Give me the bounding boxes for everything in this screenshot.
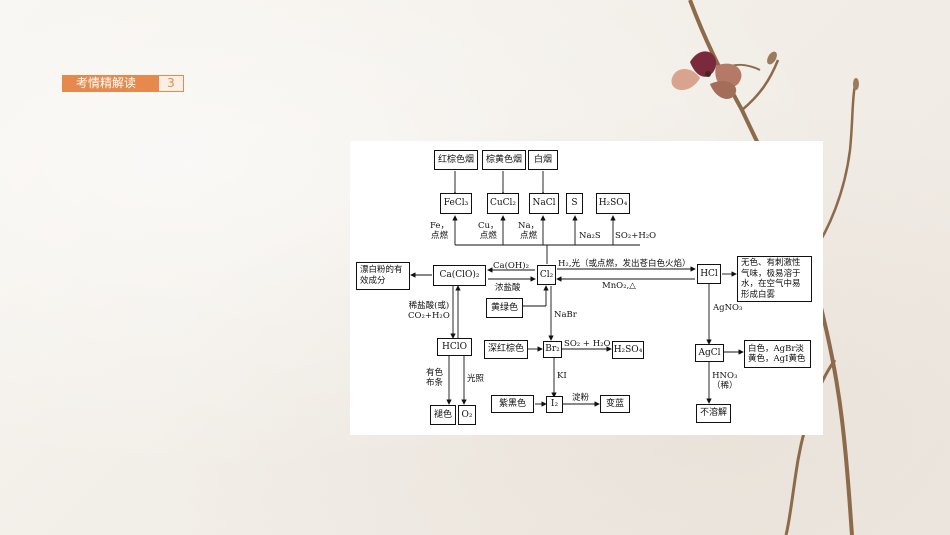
chlorine-chemistry-diagram: 红棕色烟 棕黄色烟 白烟 FeCl₃ CuCl₂ NaCl S H₂SO₄ Fe… — [350, 141, 823, 435]
label-mno2: MnO₂,△ — [602, 281, 636, 291]
label-na2s: Na₂S — [579, 231, 601, 241]
label-hno3: HNO₃ （稀） — [712, 371, 738, 391]
node-yellow-green: 黄绿色 — [486, 298, 523, 318]
node-purple-black: 紫黑色 — [491, 395, 534, 413]
node-h2so4-mid: H₂SO₄ — [612, 341, 644, 359]
label-cu-ignite: Cu， 点燃 — [478, 221, 499, 241]
section-title: 考情精解读 — [62, 75, 158, 92]
page-number: 3 — [158, 75, 184, 92]
node-br2: Br₂ — [543, 341, 562, 358]
label-na-ignite: Na， 点燃 — [518, 221, 540, 241]
label-h2-light: H₂,光（或点燃，发出苍白色火焰） — [558, 259, 691, 269]
label-ki: KI — [557, 371, 567, 381]
node-i2: I₂ — [546, 396, 563, 413]
label-dilute-hcl: 稀盐酸(或) CO₂+H₂O — [408, 301, 450, 321]
node-agcl-color: 白色，AgBr淡黄色，AgI黄色 — [744, 340, 811, 368]
node-o2: O₂ — [458, 405, 476, 425]
node-caclo2: Ca(ClO)₂ — [433, 265, 486, 286]
flower-icon — [671, 51, 742, 99]
label-fe-ignite: Fe， 点燃 — [430, 221, 449, 241]
node-turns-blue: 变蓝 — [600, 395, 630, 413]
label-nabr: NaBr — [554, 310, 577, 320]
node-hcl-properties: 无色、有刺激性气味，极易溶于水，在空气中易形成白雾 — [737, 256, 812, 302]
label-caoh2: Ca(OH)₂ — [493, 261, 529, 271]
node-fecl3: FeCl₃ — [440, 193, 472, 214]
label-light: 光照 — [467, 374, 485, 384]
node-agcl: AgCl — [695, 344, 724, 362]
node-fades: 褪色 — [430, 405, 456, 425]
node-insoluble: 不溶解 — [696, 404, 731, 423]
section-header: 考情精解读 3 — [62, 75, 184, 92]
label-starch: 淀粉 — [572, 393, 590, 403]
node-bleach-component: 漂白粉的有效成分 — [356, 262, 410, 290]
label-agno3: AgNO₃ — [713, 303, 743, 313]
node-red-brown-smoke: 红棕色烟 — [434, 150, 478, 170]
label-conc-hcl: 浓盐酸 — [495, 283, 521, 293]
node-hcl: HCl — [697, 264, 721, 284]
node-h2so4-top: H₂SO₄ — [596, 193, 630, 214]
node-brown-yellow-smoke: 棕黄色烟 — [482, 150, 526, 170]
label-so2-h2o-top: SO₂+H₂O — [615, 231, 657, 241]
node-cucl2: CuCl₂ — [487, 193, 519, 214]
label-colored-cloth: 有色 布条 — [426, 368, 444, 388]
diagram-connectors — [410, 171, 744, 407]
node-hclo: HClO — [437, 338, 472, 356]
node-deep-red-brown: 深红棕色 — [484, 340, 528, 359]
node-white-smoke: 白烟 — [528, 150, 558, 170]
node-nacl: NaCl — [529, 193, 559, 214]
label-so2-h2o-mid: SO₂ + H₂O — [564, 339, 611, 349]
node-s: S — [566, 193, 583, 214]
node-cl2: Cl₂ — [537, 265, 556, 285]
